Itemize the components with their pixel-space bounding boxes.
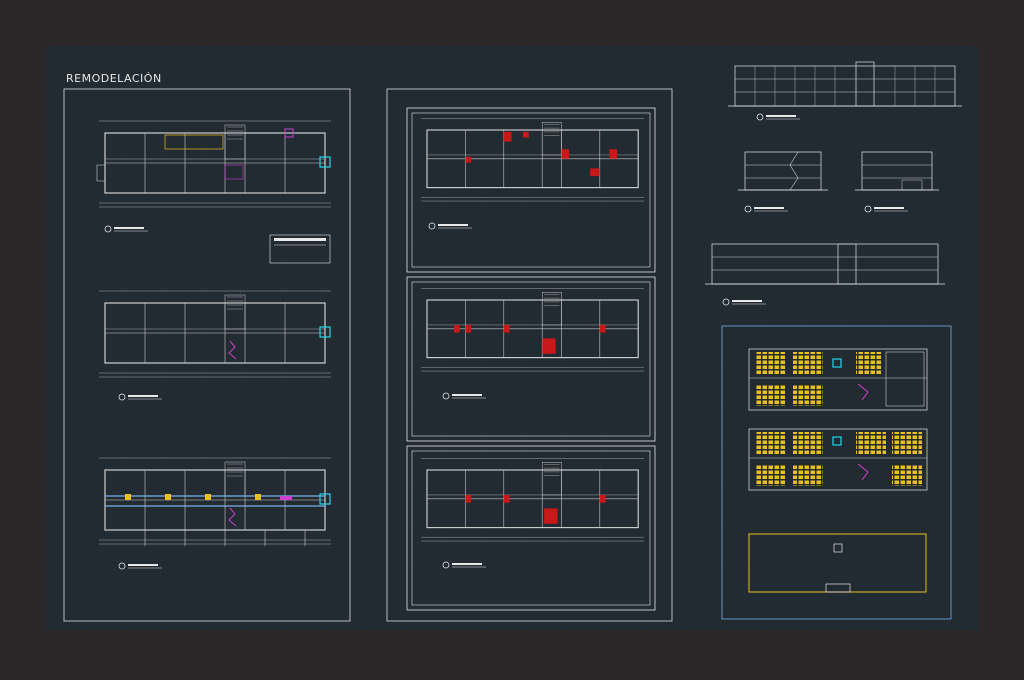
plan-existing-floor-2 (98, 290, 332, 378)
plan-proposed-floor-3 (406, 445, 656, 611)
drawing-title: REMODELACIÓN (66, 72, 162, 85)
sheet-right-frame (721, 325, 952, 620)
plan-furniture-floor-1 (748, 348, 928, 411)
section-a (738, 151, 828, 213)
elevation-front (728, 61, 962, 121)
plan-existing-floor-1 (96, 120, 332, 208)
section-b (855, 151, 939, 213)
plan-proposed-floor-1 (406, 107, 656, 273)
plan-furniture-floor-2 (748, 428, 928, 491)
plan-roof (748, 533, 927, 593)
title-block-left (269, 234, 331, 264)
sheet-middle-frame (386, 88, 673, 622)
elevation-rear (705, 243, 945, 306)
plan-existing-floor-3 (98, 457, 332, 546)
sheet-left-frame (63, 88, 351, 622)
plan-proposed-floor-2 (406, 276, 656, 442)
